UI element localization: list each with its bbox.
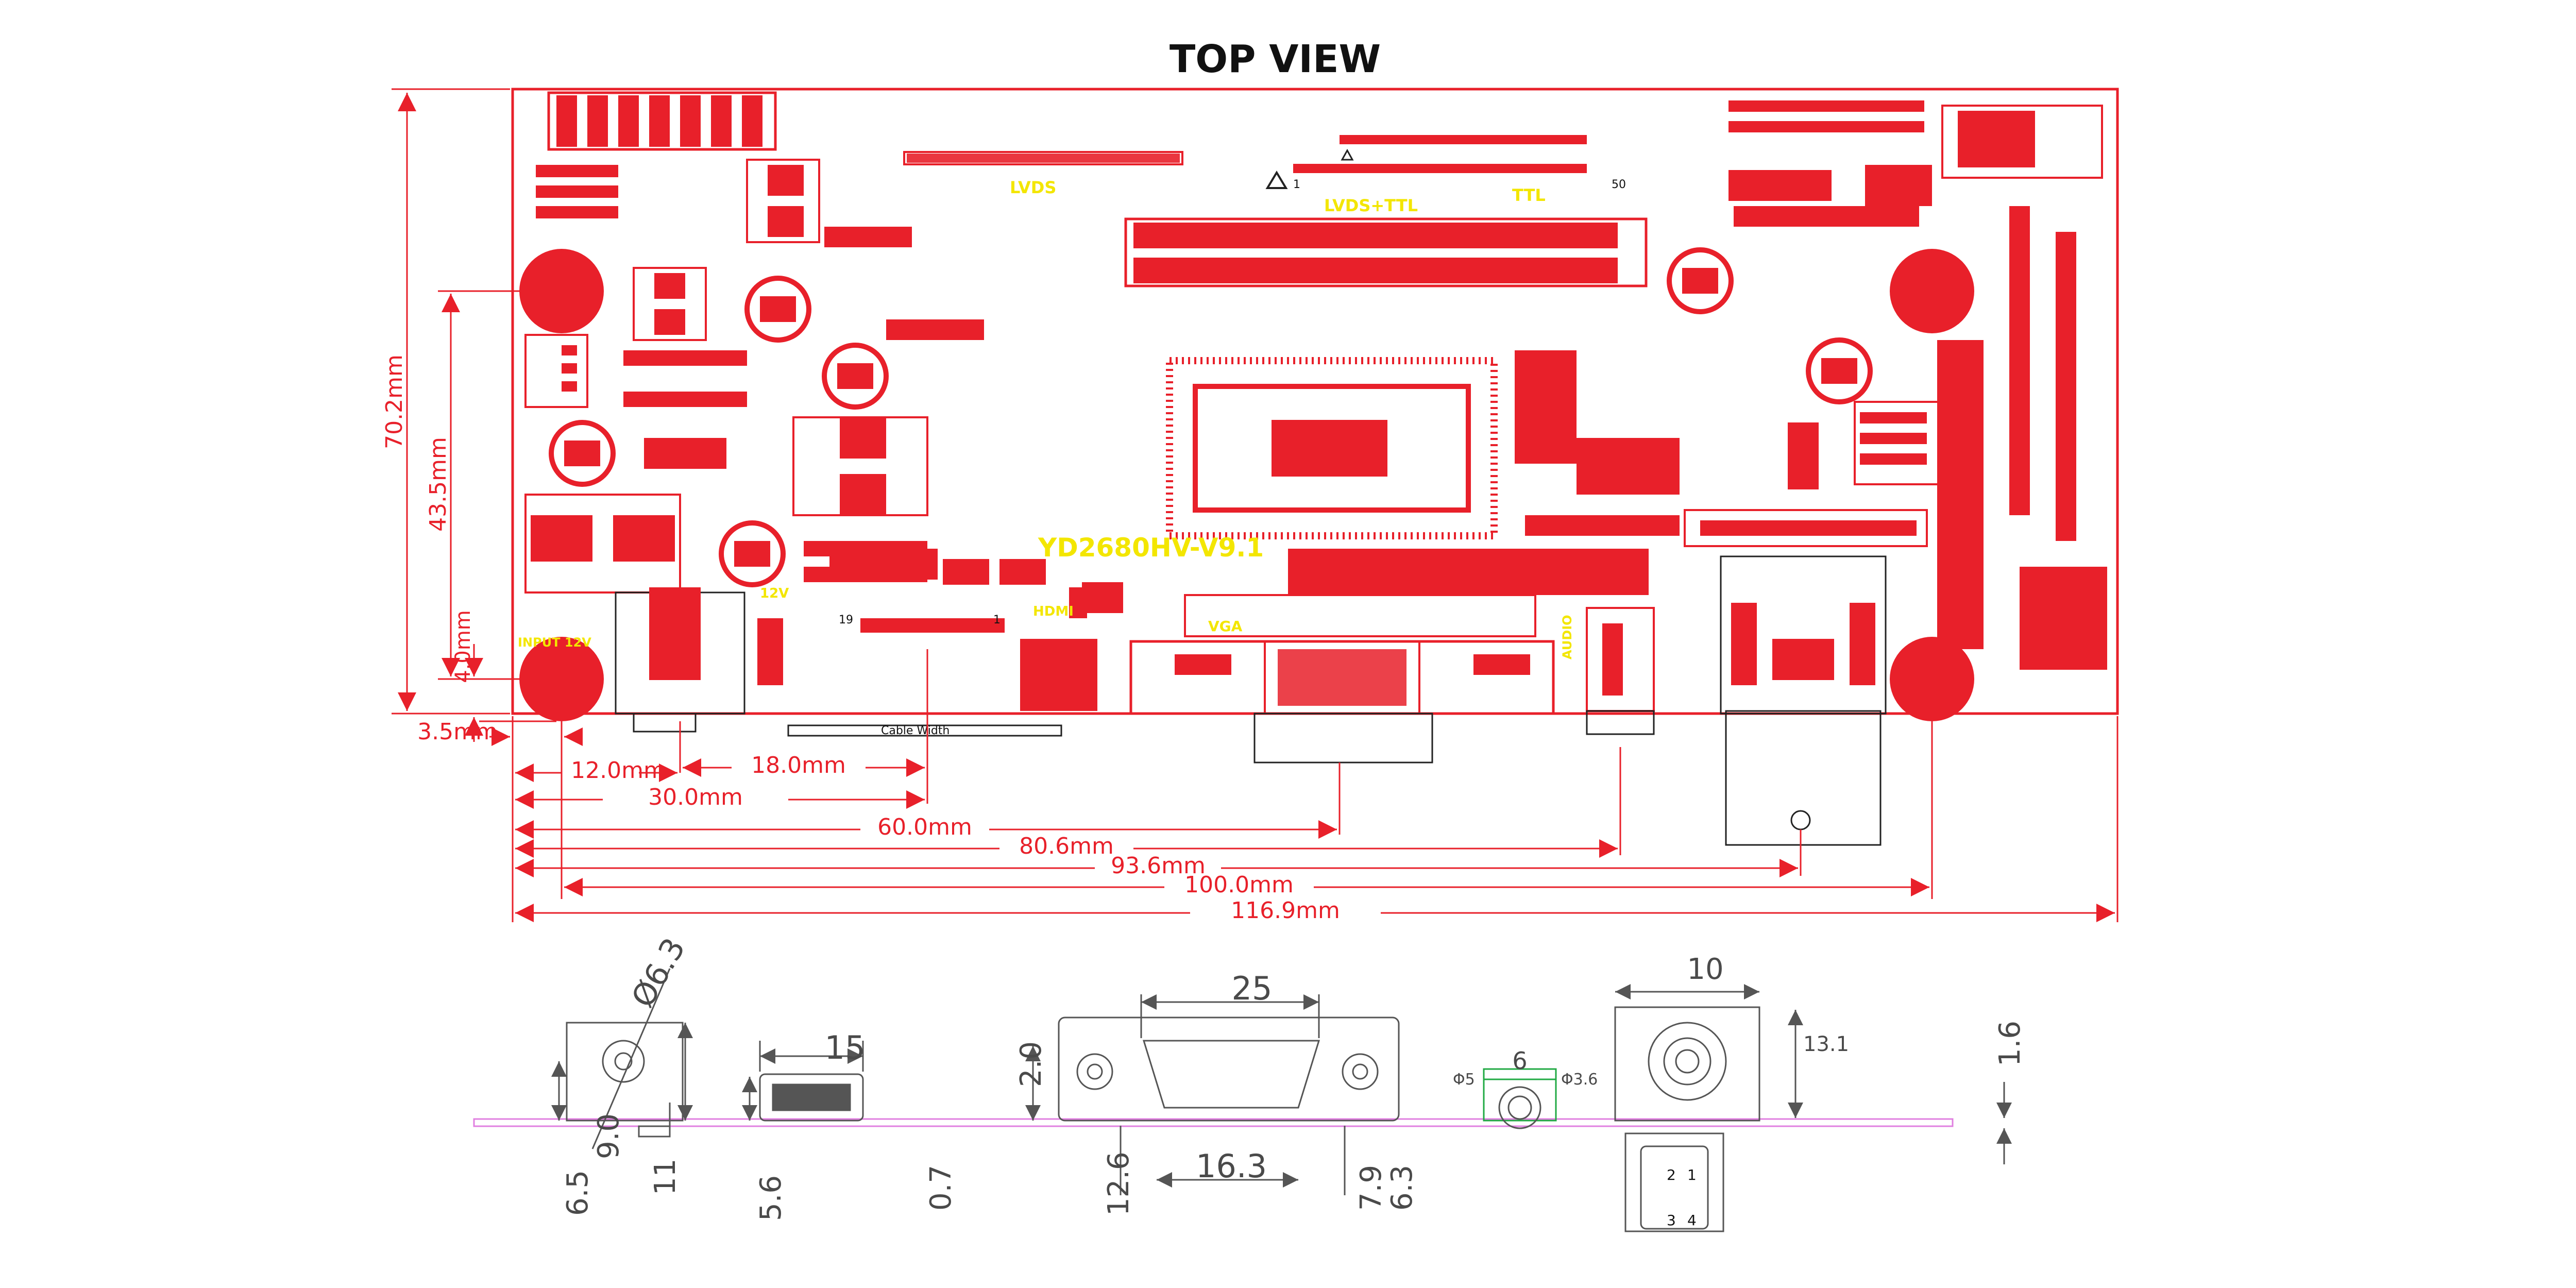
vga-dim-h4: 7.9 <box>1354 1165 1388 1211</box>
audio-jack-footprint <box>1586 607 1655 735</box>
dc-jack-footprint <box>615 587 783 733</box>
silk-input-12v: INPUT 12V <box>518 635 591 650</box>
board-model-label: YD2680HV-V9.1 <box>1038 533 1264 563</box>
audio-side <box>1483 1068 1557 1129</box>
av-jack-pin-3: 3 <box>1667 1212 1676 1229</box>
dim-60mm: 60.0mm <box>877 814 972 840</box>
vga-side <box>1025 994 1400 1195</box>
av-jack-pin-4: 4 <box>1687 1212 1697 1229</box>
main-ic <box>1166 357 1498 539</box>
audio-width: 6 <box>1512 1047 1527 1075</box>
dc-jack-dim-1: 6.5 <box>561 1170 595 1216</box>
av-jack-footprint <box>1720 555 1887 846</box>
pcb-top-view: YD2680HV-V9.1 LVDS LVDS+TTL TTL VGA HDMI… <box>511 88 2119 846</box>
left-components <box>524 159 984 594</box>
silk-cable-width: Cable Width <box>881 724 950 737</box>
cable-width-bar <box>787 724 1062 737</box>
silk-hdmi: HDMI <box>1033 604 1074 619</box>
silk-lvds-ttl: LVDS+TTL <box>1324 196 1418 215</box>
silk-pin-19: 19 <box>839 614 853 626</box>
dim-30mm: 30.0mm <box>648 784 743 810</box>
pcb-side-baseline <box>473 1118 1954 1127</box>
vga-width: 25 <box>1232 970 1273 1007</box>
silk-ttl: TTL <box>1512 185 1546 205</box>
dim-edge-to-hole: 3.5mm <box>417 719 498 745</box>
av-jack-width: 10 <box>1687 953 1723 986</box>
av-jack-pin-1: 1 <box>1687 1166 1697 1183</box>
audio-phi36: Φ3.6 <box>1561 1071 1598 1089</box>
silk-lvds: LVDS <box>1010 178 1056 197</box>
av-jack-side-dim: 1.6 <box>1993 1021 2027 1066</box>
horizontal-dimensions <box>479 649 2119 922</box>
audio-phi5: Φ5 <box>1453 1071 1475 1089</box>
lvds-ttl-header <box>1124 217 1648 287</box>
right-components <box>1515 100 2107 670</box>
av-jack-side <box>1614 984 2012 1232</box>
dim-100mm: 100.0mm <box>1184 872 1294 898</box>
power-connector-block <box>536 91 777 218</box>
av-jack-pin-2: 2 <box>1667 1166 1676 1183</box>
lvds-connector <box>903 135 1587 173</box>
dc-jack-diameter: Ø6.3 <box>624 932 692 1014</box>
dim-18mm: 18.0mm <box>751 752 846 778</box>
dim-80-6mm: 80.6mm <box>1019 833 1114 859</box>
pin1-marker-ttl <box>1341 148 1354 161</box>
dc-jack-dim-3: 11 <box>649 1159 682 1195</box>
silk-vga: VGA <box>1208 618 1243 635</box>
vga-dim-h5: 6.3 <box>1385 1165 1419 1211</box>
pin1-marker-lvds-ttl <box>1265 171 1288 189</box>
silk-pin-1b: 1 <box>993 614 1001 626</box>
hdmi-side <box>742 1041 864 1122</box>
dim-hole-spacing: 43.5mm <box>425 437 451 532</box>
mounting-hole-bottom-left <box>519 637 604 721</box>
side-view: Ø6.3 6.5 9.0 11 15 5.6 <box>473 932 2027 1232</box>
vga-inner-width: 16.3 <box>1196 1147 1267 1185</box>
view-title: TOP VIEW <box>1170 37 1381 81</box>
dim-height-total: 70.2mm <box>381 354 408 449</box>
silk-12v: 12V <box>760 586 789 601</box>
silk-pin-50: 50 <box>1612 178 1626 191</box>
silk-audio: AUDIO <box>1560 615 1574 659</box>
dim-12mm: 12.0mm <box>571 757 666 784</box>
vertical-dimensions <box>392 88 520 742</box>
dim-116-9mm: 116.9mm <box>1231 897 1340 924</box>
vga-connector-footprint <box>1129 594 1555 764</box>
vga-dim-h1: 2.0 <box>1014 1041 1048 1087</box>
vga-dim-h3: 12.6 <box>1102 1151 1136 1216</box>
mounting-hole-top-right <box>1890 249 1974 333</box>
av-jack-height: 13.1 <box>1803 1032 1849 1056</box>
bottom-components <box>829 549 1649 711</box>
silk-pin-1: 1 <box>1293 178 1300 191</box>
dim-hole-to-edge: 4.0mm <box>451 610 475 683</box>
mounting-hole-bottom-right <box>1890 637 1974 721</box>
mounting-hole-top-left <box>519 249 604 333</box>
dc-jack-side <box>551 968 693 1149</box>
hdmi-width: 15 <box>825 1029 866 1066</box>
dc-jack-dim-2: 9.0 <box>592 1113 625 1159</box>
hdmi-height: 5.6 <box>754 1175 788 1221</box>
dim-93-6mm: 93.6mm <box>1111 853 1206 879</box>
vga-dim-h2: 0.7 <box>924 1165 958 1211</box>
